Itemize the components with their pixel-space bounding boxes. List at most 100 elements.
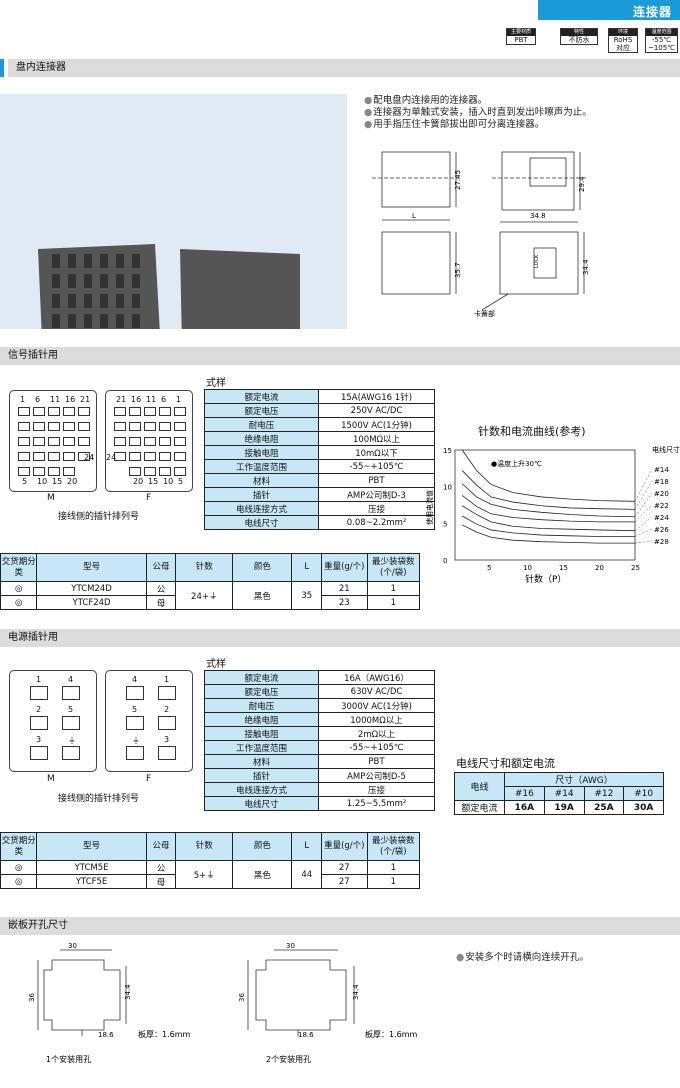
section-panel: 盘内连接器 [0, 59, 680, 77]
pin-cell [18, 452, 30, 461]
awg-size: #14 [543, 786, 585, 801]
spec-key: 材料 [204, 754, 319, 769]
spec-value: 2mΩ以上 [318, 726, 435, 741]
chart-title: 针数和电流曲线(参考) [478, 425, 586, 438]
pin-cell [174, 437, 186, 446]
clip-label: 卡簧部 [474, 309, 495, 318]
pin-cell [144, 422, 156, 431]
cutout-height2-2: 36 [238, 993, 246, 1002]
pin-hole [132, 294, 140, 308]
spec-key: 绝缘电阻 [204, 431, 319, 446]
badge-value: ~105℃ [647, 44, 676, 52]
qty-cell: 1 [366, 595, 421, 610]
section-signal: 信号插针用 [0, 347, 680, 365]
pin-cell [48, 422, 60, 431]
spec-value: AMP公司制D-5 [318, 768, 435, 783]
spec-value: 10mΩ以下 [318, 445, 435, 460]
pin-hole [68, 274, 76, 288]
pin-cell [63, 467, 75, 476]
pin-cell [30, 746, 48, 760]
column-header: 针数 [175, 832, 234, 861]
column-header: 交货期分类 [0, 553, 38, 582]
wire-table-title: 电线尺寸和额定电流 [456, 757, 555, 770]
spec-value: 1000MΩ以上 [318, 712, 435, 727]
cutout-bottom-2: 18.6 [298, 1031, 314, 1039]
series-line-22 [461, 495, 635, 523]
product-photo [0, 94, 347, 354]
power-m-label: M [47, 774, 55, 784]
spec-row: 工作温度范围-55~+105℃ [204, 740, 435, 755]
pin-number: 6 [35, 395, 41, 404]
cutout-drawing: 30 34.4 36 18.6 板厚：1.6mm 30 34.4 36 18.6… [28, 942, 418, 1064]
spec-key: 额定电压 [204, 684, 319, 699]
pin-cell [174, 422, 186, 431]
spec-value: 630V AC/DC [318, 684, 435, 699]
pin-hole [52, 254, 60, 268]
spec-value: 100MΩ以上 [318, 431, 435, 446]
x-tick: 5 [487, 564, 491, 572]
series-line-18 [461, 470, 636, 510]
color-cell: 黑色 [232, 860, 293, 889]
cell: 母 [145, 874, 177, 889]
awg-size: #12 [583, 786, 625, 801]
pin-number: 1 [176, 395, 182, 404]
x-tick: 15 [559, 564, 568, 572]
pin-cell [78, 407, 90, 416]
intro-note-3: 用手指压住卡簧部拔出即可分离连接器。 [364, 119, 592, 131]
rated-current: 30A [623, 800, 664, 815]
pin-number: ⏚ [132, 736, 140, 745]
pin-cell [78, 422, 90, 431]
pin-cell [48, 437, 60, 446]
pin-number: 5 [22, 477, 28, 486]
pin-cell [126, 686, 144, 700]
spec-key: 耐电压 [204, 698, 319, 713]
pin-cell [174, 407, 186, 416]
pin-cell [174, 467, 186, 476]
lock-label: LOCK [534, 254, 540, 268]
legend-leader [634, 492, 653, 517]
rated-current: 19A [543, 800, 585, 815]
awg-size: #10 [623, 786, 664, 801]
pin-number: 3 [36, 735, 42, 744]
pin-number: 5 [178, 477, 184, 486]
series-line-28 [462, 524, 635, 544]
size-header: 尺寸（AWG） [504, 772, 664, 787]
pin-cell [114, 407, 126, 416]
category-banner: 连接器 [538, 0, 680, 20]
pin-cell [18, 467, 30, 476]
cutout-height: 34.4 [124, 984, 132, 1000]
pin-cell [158, 716, 176, 730]
series-line-24 [461, 505, 636, 532]
y-tick: 10 [443, 484, 452, 492]
pin-cell [62, 716, 80, 730]
cell: 母 [145, 595, 177, 610]
pin-number: ⏚ [68, 736, 76, 745]
dim-h4: 34.4 [582, 259, 590, 275]
signal-spec-title: 式样 [206, 378, 226, 389]
pin-number: 24 [84, 453, 95, 462]
badge-header: 特性 [561, 29, 597, 36]
cell: ◎ [0, 860, 38, 875]
pin-cell [63, 452, 75, 461]
pin-number: 15 [148, 477, 159, 486]
pin-cell [144, 452, 156, 461]
signal-m-label: M [47, 493, 55, 503]
x-tick: 20 [595, 564, 604, 572]
pin-number: 6 [161, 395, 167, 404]
pin-number: 15 [52, 477, 63, 486]
cutout-thickness: 板厚：1.6mm [138, 1029, 191, 1039]
pin-number: 11 [146, 395, 157, 404]
spec-row: 电线连接方式压接 [204, 501, 435, 516]
pin-hole [132, 274, 140, 288]
column-header: 最少装袋数(个/袋) [366, 832, 421, 861]
spec-value: 0.08~2.2mm² [318, 515, 435, 530]
pin-cell [33, 467, 45, 476]
spec-row: 电线连接方式压接 [204, 782, 435, 797]
pin-cell [158, 686, 176, 700]
model-cell: YTCF24D [36, 595, 147, 610]
cutout-width: 30 [68, 942, 77, 950]
